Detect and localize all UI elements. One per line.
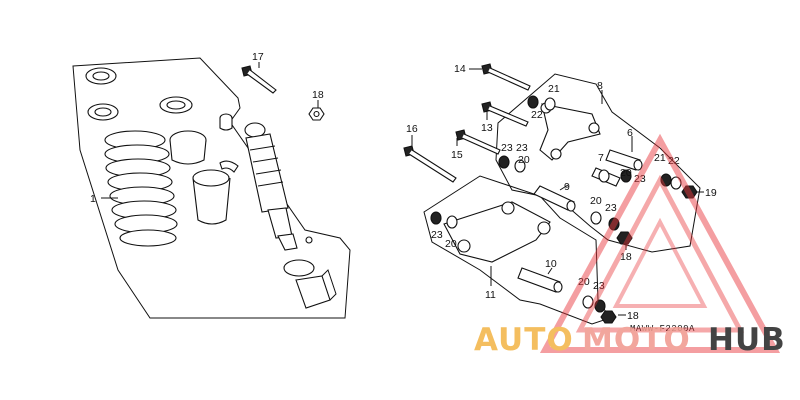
drawing-code: MAWW-F2200A (630, 324, 695, 334)
part-nut-18-upper (308, 107, 325, 121)
callout-label: 20 (445, 238, 457, 250)
callout-label: 1 (90, 193, 96, 205)
collar-6 (605, 149, 643, 171)
bump-rubber-sleeve (192, 169, 231, 225)
callout-label: 20 (518, 154, 530, 166)
callout-label: 16 (406, 123, 418, 135)
shock-absorber-group (72, 57, 351, 319)
watermark-text-moto: MOTO (582, 322, 691, 358)
lower-mount-bracket (283, 259, 337, 309)
spring-adjuster-nut-upper (85, 67, 117, 85)
callout-label: 8 (597, 80, 603, 92)
spring-adjuster-nut-lower (87, 103, 119, 121)
collar-10 (517, 267, 563, 293)
part-nut-18-middle (616, 231, 633, 245)
callout-label: 22 (531, 109, 543, 121)
automotohub-watermark: AUTO MOTO HUB (474, 133, 786, 358)
part-nut-19 (681, 185, 698, 199)
link-plate-outline (495, 73, 701, 253)
callout-label: 23 (431, 229, 443, 241)
spring-seat (159, 96, 193, 114)
collar-9 (533, 185, 576, 212)
callout-label: 20 (590, 195, 602, 207)
callout-label: 19 (705, 187, 717, 199)
callout-label: 23 (593, 280, 605, 292)
callout-label: 11 (485, 289, 496, 301)
callout-label: 9 (564, 181, 570, 193)
callout-label: 14 (454, 63, 466, 75)
callout-label: 13 (481, 122, 493, 134)
watermark-text-auto: AUTO (474, 322, 574, 358)
linkage-group (403, 63, 701, 325)
callout-label: 20 (620, 167, 632, 179)
callout-label: 23 (501, 142, 513, 154)
callout-labels: 1 17 18 14 8 21 22 13 16 23 23 15 20 9 6… (90, 51, 717, 322)
callout-label: 7 (598, 152, 604, 164)
part-bolt-16 (403, 145, 457, 183)
part-bolt-15 (455, 129, 501, 155)
part-nut-18-lower (600, 310, 617, 324)
callout-label: 22 (668, 155, 680, 167)
leader-lines (101, 62, 704, 316)
callout-label: 18 (627, 310, 639, 322)
callout-label: 23 (634, 173, 646, 185)
part-bolt-14 (481, 63, 531, 91)
stopper-clip (219, 160, 239, 173)
callout-label: 18 (620, 251, 632, 263)
callout-label: 20 (578, 276, 590, 288)
damper-unit (244, 122, 313, 251)
callout-label: 6 (627, 127, 633, 139)
link-arm (443, 201, 551, 263)
shock-group-outline (72, 57, 351, 319)
callout-label: 23 (605, 202, 617, 214)
part-bolt-13 (481, 101, 529, 127)
part-bolt-17 (241, 65, 277, 94)
shock-spring (104, 130, 178, 247)
watermark-triangle-logo (539, 133, 781, 353)
watermark-text-hub: HUB (708, 322, 786, 358)
callout-label: 10 (545, 258, 557, 270)
seal-bushing-set (430, 95, 682, 313)
callout-label: 18 (312, 89, 324, 101)
collar-small (219, 113, 233, 131)
callout-label: 21 (654, 152, 666, 164)
callout-label: 23 (516, 142, 528, 154)
callout-label: 17 (252, 51, 264, 63)
callout-label: 15 (451, 149, 463, 161)
link-plate (539, 102, 601, 161)
spring-guide (169, 130, 207, 165)
callout-label: 21 (548, 83, 560, 95)
